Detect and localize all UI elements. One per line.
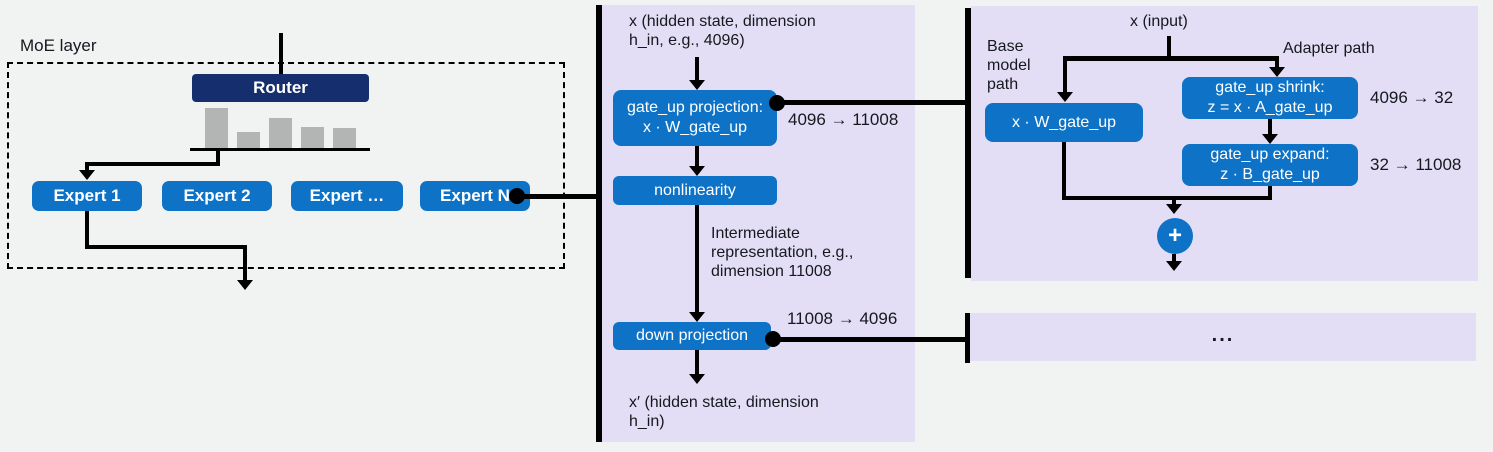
expert-output-line xyxy=(85,211,89,249)
router-weight-bar xyxy=(237,132,260,148)
arrow-down-icon xyxy=(689,374,705,384)
arrow-down-icon xyxy=(1269,67,1285,77)
expert-detail-bracket-bar xyxy=(596,5,602,442)
arrow-down-icon xyxy=(79,170,95,180)
ffn-flow-line xyxy=(695,57,699,82)
expert-box-ellipsis: Expert … xyxy=(291,181,403,211)
expert-ffn-panel xyxy=(602,5,915,442)
ffn-flow-line xyxy=(695,205,699,314)
base-model-path-label: Base model path xyxy=(987,38,1031,93)
merge-line xyxy=(1172,200,1176,205)
moe-layer-dashed-box xyxy=(7,62,565,269)
lora-split-line xyxy=(1063,56,1279,61)
ellipsis-label: ... xyxy=(1211,323,1235,346)
merge-line xyxy=(1062,142,1066,200)
arrow-down-icon xyxy=(1166,204,1182,214)
route-line-segment xyxy=(85,162,89,172)
route-line-segment xyxy=(85,162,220,166)
adapter-branch-line xyxy=(1268,119,1272,135)
gate-up-expand-box: gate_up expand: z · B_gate_up xyxy=(1182,144,1358,186)
down-callout-line xyxy=(773,337,965,342)
add-circle: + xyxy=(1157,218,1193,254)
gate-up-dims-label: 4096 → 11008 xyxy=(788,110,899,129)
arrow-down-icon xyxy=(689,166,705,176)
ffn-output-label: x′ (hidden state, dimension h_in) xyxy=(629,394,819,430)
router-weight-bar xyxy=(301,127,324,148)
down-dims-label: 11008 → 4096 xyxy=(787,309,898,328)
lora-input-label: x (input) xyxy=(1130,13,1188,30)
arrow-down-icon xyxy=(1057,92,1073,102)
gate-up-projection-box: gate_up projection: x · W_gate_up xyxy=(613,90,777,146)
merge-line xyxy=(1062,196,1272,200)
moe-layer-label: MoE layer xyxy=(20,36,97,55)
intermediate-representation-label: Intermediate representation, e.g., dimen… xyxy=(711,225,854,280)
arrow-down-icon xyxy=(237,280,253,290)
down-projection-box: down projection xyxy=(613,322,771,350)
lora-bracket-bar xyxy=(965,8,971,278)
expert-output-line xyxy=(243,245,247,281)
adapter-path-label: Adapter path xyxy=(1283,40,1375,57)
base-matmul-box: x · W_gate_up xyxy=(985,103,1143,142)
arrow-down-icon xyxy=(689,312,705,322)
lora-output-line xyxy=(1172,254,1176,262)
arrow-down-icon xyxy=(689,80,705,90)
router-weight-bar xyxy=(205,108,228,148)
expand-dims-label: 32 → 11008 xyxy=(1370,155,1462,174)
shrink-dims-label: 4096 → 32 xyxy=(1370,88,1454,107)
expert-output-line xyxy=(85,245,247,249)
merge-line xyxy=(1268,186,1272,200)
router-box: Router xyxy=(192,74,369,102)
ffn-input-label: x (hidden state, dimension h_in, e.g., 4… xyxy=(629,13,816,49)
expert-n-callout-line xyxy=(517,194,597,199)
nonlinearity-box: nonlinearity xyxy=(613,176,777,205)
base-branch-line xyxy=(1063,56,1067,93)
ellipsis-bracket-bar xyxy=(965,313,970,363)
router-weight-bar xyxy=(269,118,292,148)
lora-input-stub-line xyxy=(1167,36,1171,58)
ffn-flow-line xyxy=(695,146,699,167)
router-weights-baseline xyxy=(190,148,370,151)
router-input-line xyxy=(279,33,283,74)
ellipsis-panel xyxy=(970,313,1476,361)
gate-up-callout-line xyxy=(777,100,965,105)
plus-icon: + xyxy=(1167,222,1182,249)
arrow-down-icon xyxy=(1166,261,1182,271)
arrow-down-icon xyxy=(1262,134,1278,144)
lora-adapter-panel xyxy=(971,6,1478,281)
ffn-flow-line xyxy=(695,350,699,375)
expert-box-2: Expert 2 xyxy=(162,181,272,211)
router-weight-bar xyxy=(333,128,356,148)
route-line-segment xyxy=(216,148,220,166)
expert-box-1: Expert 1 xyxy=(32,181,142,211)
adapter-branch-line xyxy=(1275,56,1279,68)
gate-up-shrink-box: gate_up shrink: z = x · A_gate_up xyxy=(1182,77,1358,119)
